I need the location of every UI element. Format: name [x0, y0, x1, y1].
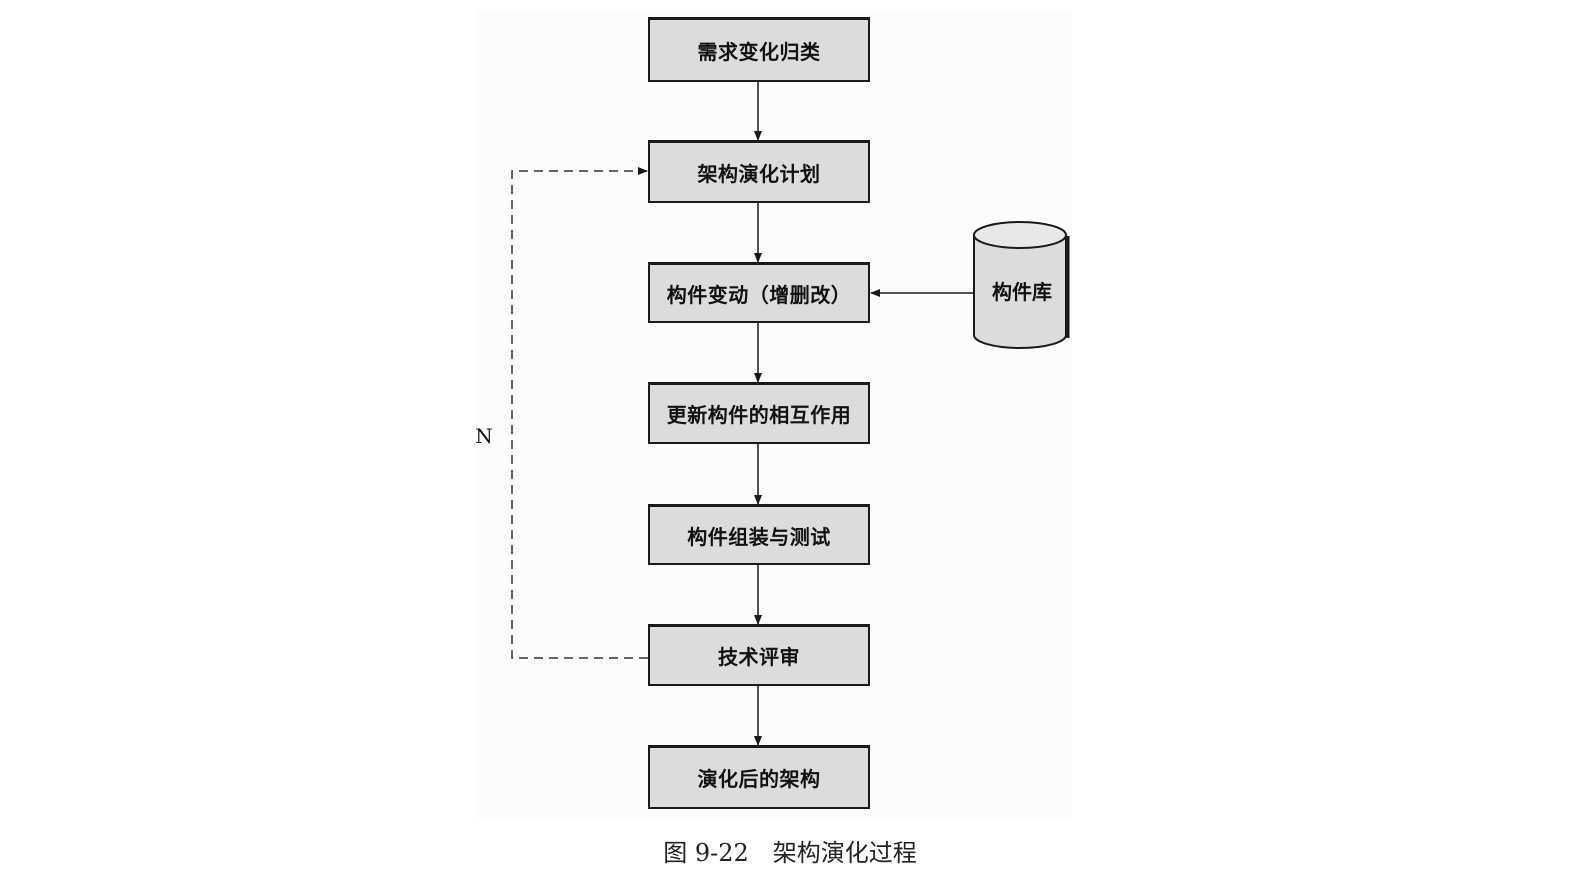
node-update-interactions-label: 更新构件的相互作用 — [666, 403, 852, 427]
edge-review-to-plan-dashed — [511, 167, 648, 659]
node-requirement-classification: 需求变化归类 — [648, 17, 870, 82]
node-requirement-classification-label: 需求变化归类 — [697, 39, 821, 64]
database-label: 构件库 — [992, 280, 1052, 304]
figure-caption: 图 9-22 架构演化过程 — [663, 839, 917, 867]
node-technical-review: 技术评审 — [648, 624, 870, 686]
loop-label-n: N — [475, 424, 493, 448]
node-component-change: 构件变动（增删改） — [648, 262, 870, 323]
node-component-change-label: 构件变动（增删改） — [666, 282, 852, 307]
node-evolved-architecture-label: 演化后的架构 — [697, 767, 821, 791]
database-cylinder-icon — [973, 221, 1070, 349]
node-assembly-testing: 构件组装与测试 — [648, 504, 870, 565]
node-evolution-plan: 架构演化计划 — [648, 140, 870, 203]
node-evolved-architecture: 演化后的架构 — [648, 745, 870, 809]
node-technical-review-label: 技术评审 — [718, 645, 800, 669]
node-update-interactions: 更新构件的相互作用 — [648, 382, 870, 444]
node-evolution-plan-label: 架构演化计划 — [697, 161, 821, 186]
node-assembly-testing-label: 构件组装与测试 — [687, 524, 831, 549]
